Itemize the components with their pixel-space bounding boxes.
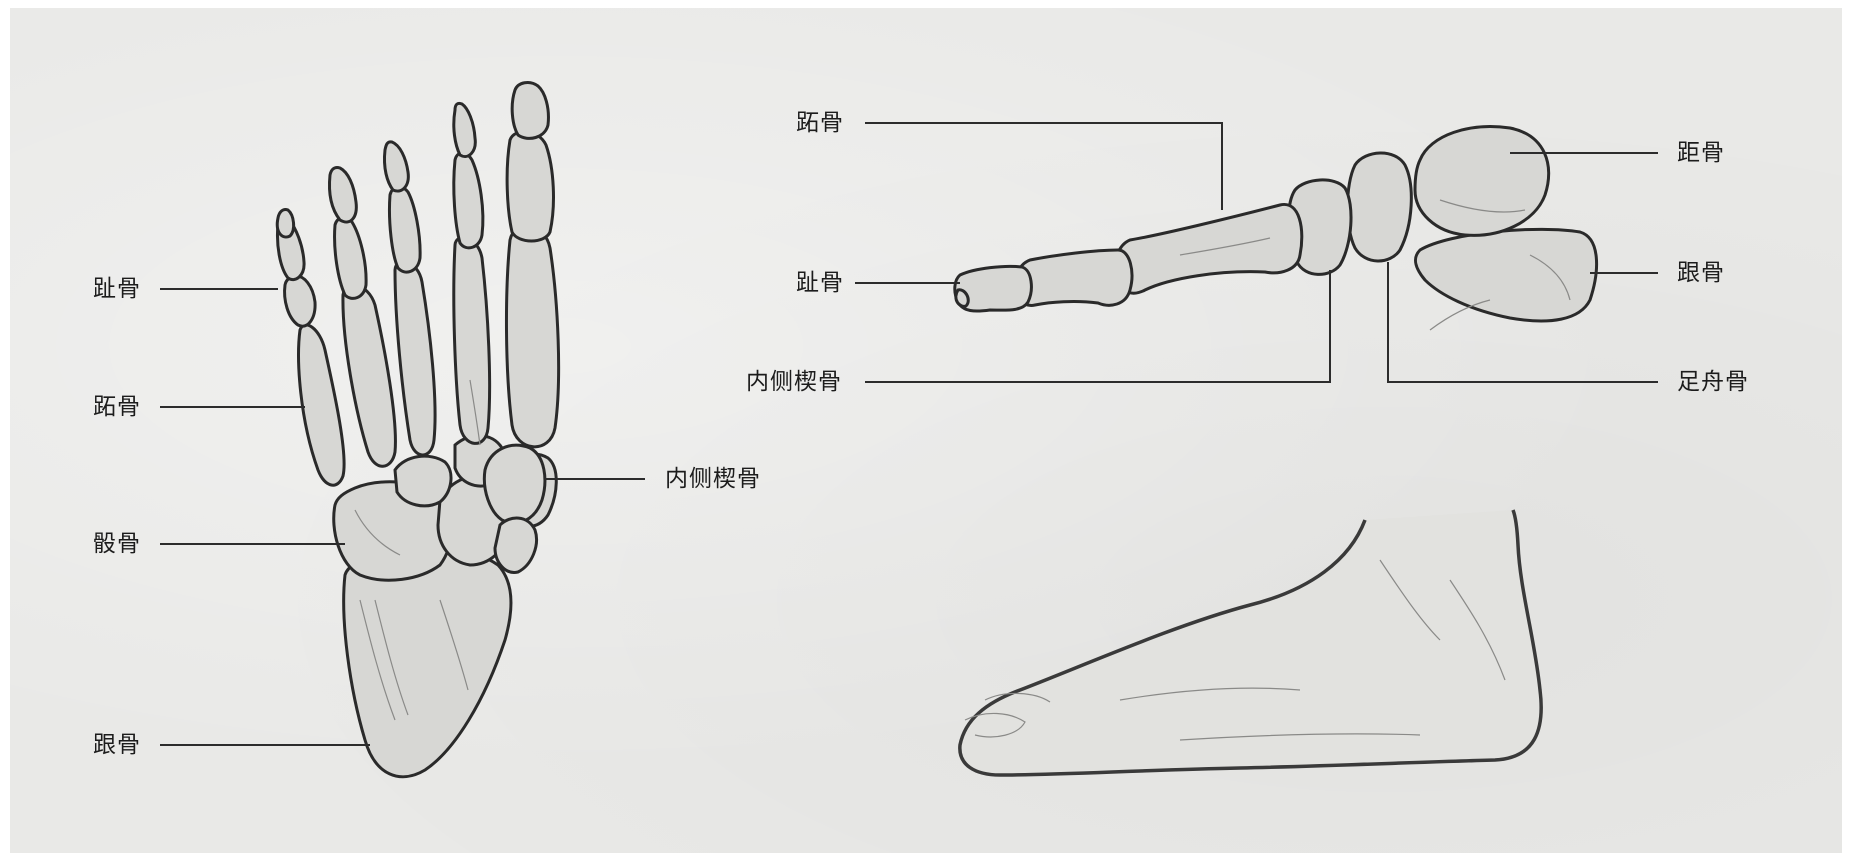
foot-outline-drawing: [960, 510, 1541, 775]
lateral-foot-skeleton: [955, 127, 1597, 330]
label-medial-cuneiform-left: 内侧楔骨: [665, 466, 761, 492]
label-calcaneus-right: 跟骨: [1677, 260, 1725, 286]
phalanx-2a: [454, 153, 483, 248]
lateral-calcaneus-shape: [1415, 229, 1596, 321]
label-medial-cuneiform-right: 内侧楔骨: [746, 369, 842, 395]
phalanx-2b: [454, 103, 475, 156]
phalanx-4a: [335, 218, 367, 299]
label-phalanges-right: 趾骨: [796, 270, 844, 296]
label-metatarsals-right: 跖骨: [796, 110, 844, 136]
label-metatarsals-left: 跖骨: [93, 394, 141, 420]
label-talus: 距骨: [1677, 140, 1725, 166]
leader-metatarsals-right: [865, 123, 1222, 210]
phalanx-3a: [389, 187, 420, 272]
tarsal-shape-5: [495, 518, 536, 572]
phalanx-4b: [329, 167, 356, 222]
foot-outline-shape: [960, 510, 1541, 775]
label-cuboid: 骰骨: [93, 531, 141, 557]
dorsal-foot-skeleton: [277, 83, 558, 777]
metatarsal-5: [299, 325, 345, 485]
lateral-navicular-shape: [1348, 153, 1412, 261]
lateral-metatarsal-shape: [1116, 204, 1302, 293]
metatarsal-2: [454, 238, 490, 444]
lateral-talus-shape: [1415, 127, 1549, 236]
lateral-phalanx-3: [956, 290, 968, 307]
phalanx-1b: [512, 83, 548, 139]
label-navicular: 足舟骨: [1677, 369, 1749, 395]
calcaneus-shape: [344, 550, 511, 777]
metatarsal-4: [343, 285, 395, 466]
phalanx-5a: [285, 276, 316, 326]
lateral-phalanx-1: [1016, 250, 1132, 305]
label-calcaneus-left: 跟骨: [93, 732, 141, 758]
phalanx-1a: [507, 132, 553, 241]
phalanx-3b: [384, 142, 408, 191]
phalanx-5c: [277, 209, 293, 237]
metatarsal-3: [395, 261, 435, 455]
label-phalanges-left: 趾骨: [93, 276, 141, 302]
tarsal-shape-4: [395, 456, 451, 506]
metatarsal-1: [506, 227, 558, 447]
medial-cuneiform-shape: [484, 445, 545, 523]
